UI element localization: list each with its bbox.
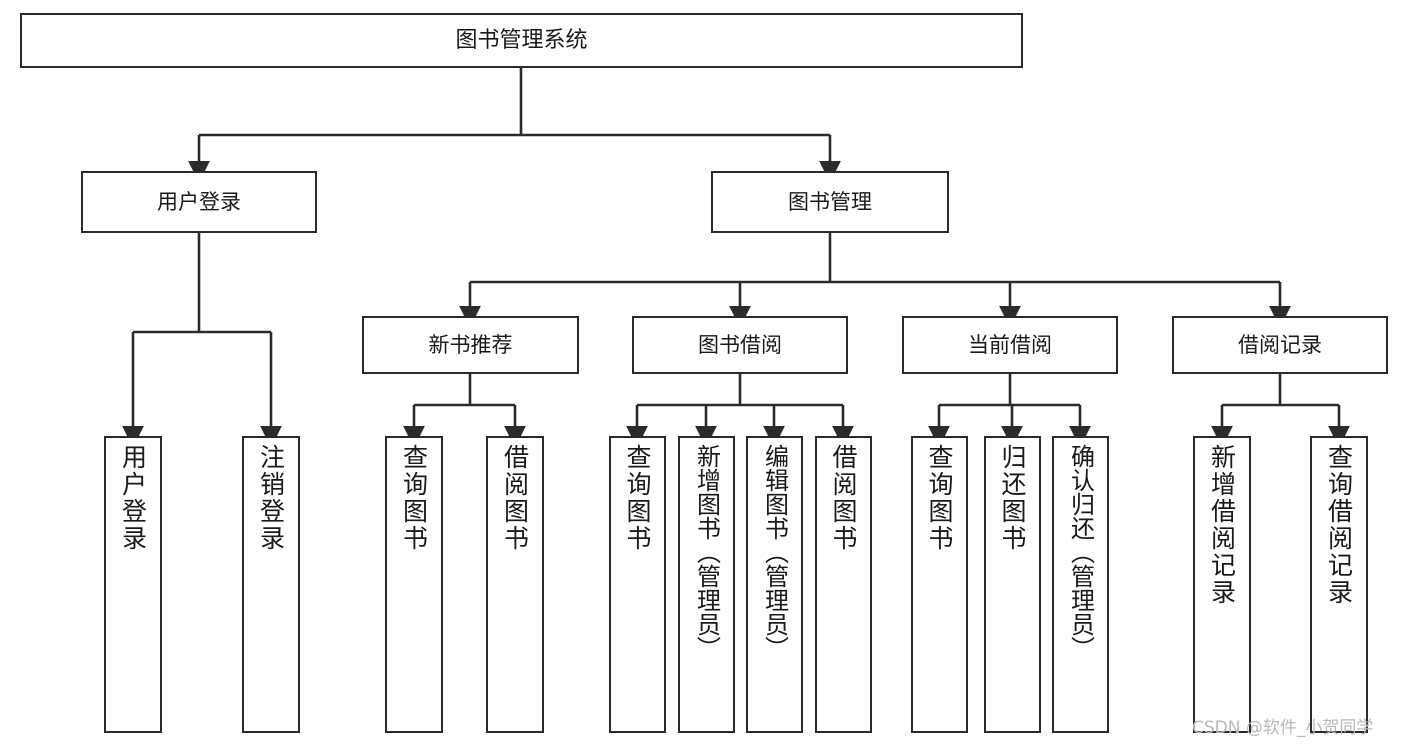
node-leaf-borrow-add[interactable]: 新增图书（管理员） [678, 436, 735, 733]
node-leaf-rec-borrow[interactable]: 借阅图书 [486, 436, 544, 733]
node-current-borrow[interactable]: 当前借阅 [902, 316, 1118, 374]
node-leaf-cur-query[interactable]: 查询图书 [911, 436, 968, 733]
node-leaf-rec-query[interactable]: 查询图书 [385, 436, 443, 733]
node-user-login-label: 用户登录 [157, 189, 241, 214]
node-leaf-rec-search-label: 查询借阅记录 [1324, 444, 1354, 606]
node-leaf-borrow-query-label: 查询图书 [623, 444, 652, 552]
node-leaf-rec-search[interactable]: 查询借阅记录 [1310, 436, 1368, 733]
node-leaf-cur-query-label: 查询图书 [925, 444, 954, 552]
node-new-book-rec-label: 新书推荐 [428, 332, 513, 357]
node-book-manage[interactable]: 图书管理 [711, 171, 949, 233]
node-leaf-borrow-edit[interactable]: 编辑图书（管理员） [746, 436, 803, 733]
node-leaf-rec-borrow-label: 借阅图书 [500, 444, 530, 552]
node-leaf-borrow-lend[interactable]: 借阅图书 [815, 436, 872, 733]
node-leaf-borrow-lend-label: 借阅图书 [829, 444, 858, 552]
node-leaf-borrow-add-label: 新增图书（管理员） [692, 444, 721, 660]
node-leaf-rec-add-label: 新增借阅记录 [1207, 444, 1237, 606]
node-leaf-borrow-query[interactable]: 查询图书 [609, 436, 666, 733]
node-borrow-record[interactable]: 借阅记录 [1172, 316, 1388, 374]
node-leaf-rec-add[interactable]: 新增借阅记录 [1193, 436, 1251, 733]
node-book-manage-label: 图书管理 [788, 189, 872, 214]
node-leaf-cur-confirm-label: 确认归还（管理员） [1066, 444, 1095, 660]
node-new-book-rec[interactable]: 新书推荐 [362, 316, 579, 374]
node-leaf-cur-confirm[interactable]: 确认归还（管理员） [1052, 436, 1109, 733]
node-leaf-borrow-edit-label: 编辑图书（管理员） [760, 444, 789, 660]
node-leaf-user-logout-label: 注销登录 [256, 444, 286, 552]
node-root[interactable]: 图书管理系统 [20, 13, 1023, 68]
node-borrow-record-label: 借阅记录 [1238, 332, 1322, 357]
node-current-borrow-label: 当前借阅 [968, 332, 1052, 357]
node-leaf-cur-return-label: 归还图书 [998, 444, 1027, 552]
node-root-label: 图书管理系统 [455, 27, 588, 53]
node-leaf-user-login[interactable]: 用户登录 [104, 436, 162, 733]
node-leaf-user-login-label: 用户登录 [118, 444, 148, 552]
watermark: CSDN @软件_小贺同学 [1192, 718, 1374, 738]
node-user-login[interactable]: 用户登录 [81, 171, 317, 233]
node-leaf-rec-query-label: 查询图书 [399, 444, 429, 552]
node-book-borrow[interactable]: 图书借阅 [632, 316, 848, 374]
node-book-borrow-label: 图书借阅 [698, 332, 782, 357]
node-leaf-user-logout[interactable]: 注销登录 [242, 436, 300, 733]
node-leaf-cur-return[interactable]: 归还图书 [984, 436, 1041, 733]
